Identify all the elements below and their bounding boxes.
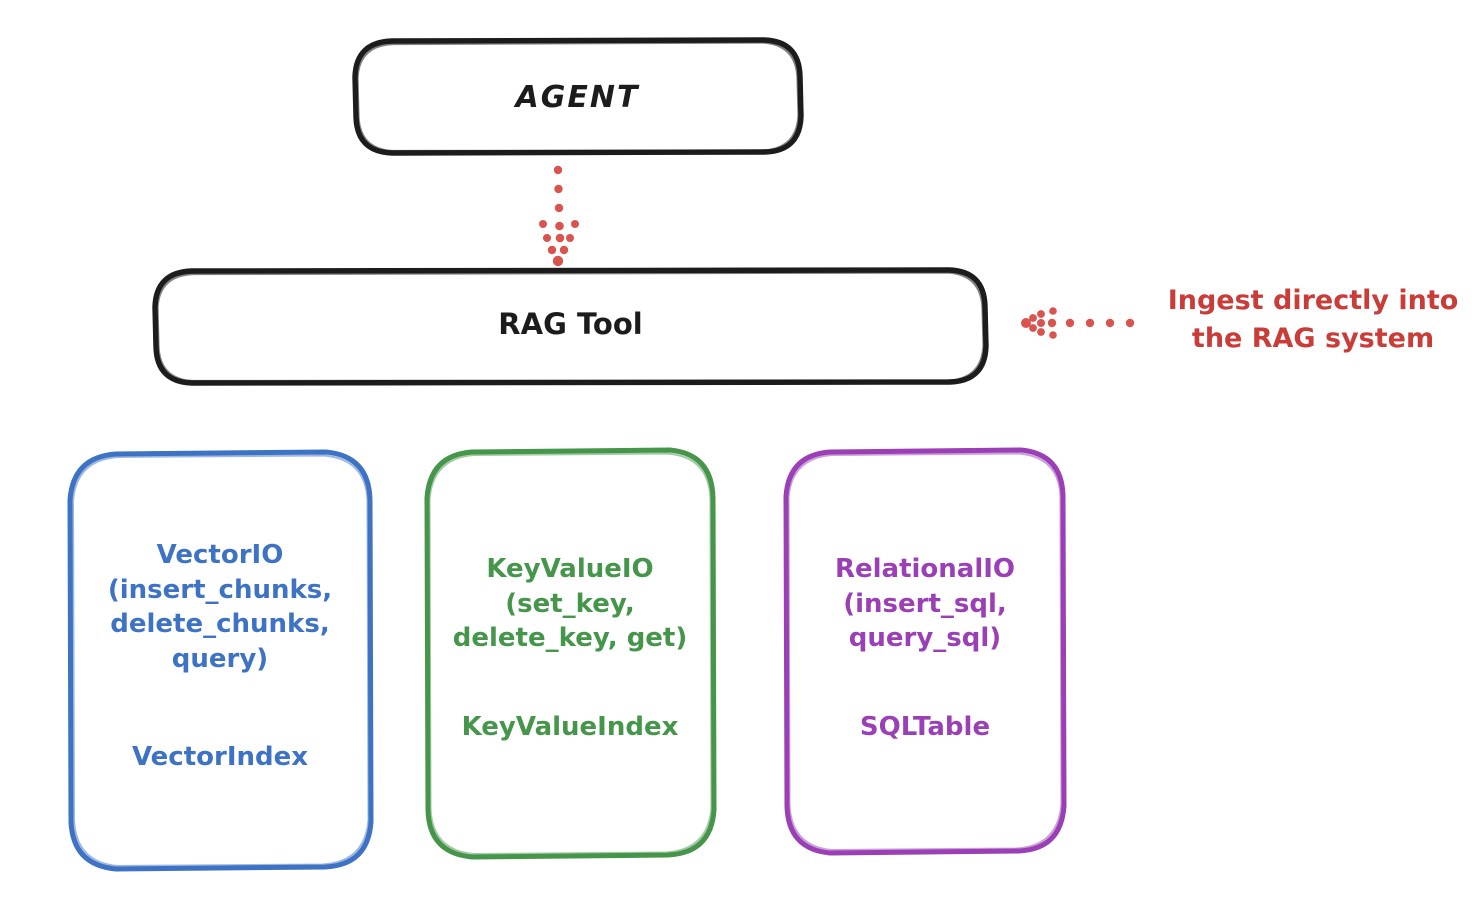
vector-io-index-label: VectorIndex [131, 742, 309, 772]
relational-io-box-outline [783, 447, 1067, 856]
agent-to-rag-tool-arrow [539, 165, 579, 267]
vector-io-node[interactable] [67, 449, 374, 872]
vector-io-box-sketch-pass [72, 454, 370, 867]
ingest-annotation-label: Ingest directly into the RAG system [1167, 285, 1459, 354]
key-value-io-box-sketch-pass [428, 452, 713, 855]
key-value-io-node[interactable] [424, 447, 717, 860]
ingest-arrow [1021, 307, 1135, 339]
relational-io-box-sketch-pass [787, 452, 1063, 851]
vector-io-api-label: VectorIO (insert_chunks, delete_chunks, … [107, 540, 333, 674]
rag-tool-box-outline [152, 267, 989, 386]
key-value-io-box-outline [424, 447, 717, 860]
vector-io-box-outline [67, 449, 374, 872]
rag-tool-node[interactable] [152, 267, 989, 386]
agent-box-sketch-pass [356, 41, 800, 153]
agent-box-outline [352, 37, 804, 156]
key-value-io-index-label: KeyValueIndex [461, 712, 679, 742]
key-value-io-api-label: KeyValueIO (set_key, delete_key, get) [452, 554, 688, 654]
relational-io-index-label: SQLTable [859, 712, 991, 742]
agent-node[interactable] [352, 37, 804, 156]
relational-io-api-label: RelationalIO (insert_sql, query_sql) [834, 554, 1016, 654]
relational-io-node[interactable] [783, 447, 1067, 856]
rag-tool-box-sketch-pass [156, 271, 985, 383]
